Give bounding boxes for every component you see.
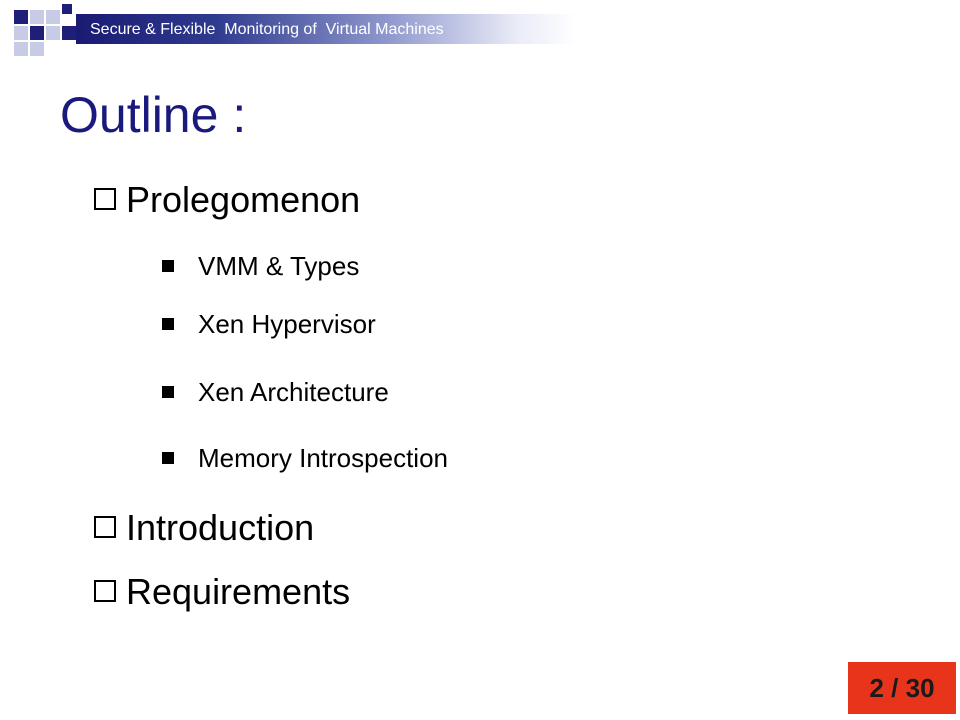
checkbox-square-icon	[94, 580, 116, 603]
subitem-label: Xen Architecture	[198, 377, 389, 407]
subitem-label: Memory Introspection	[198, 443, 448, 473]
page-separator: /	[891, 673, 899, 703]
subitem-label: Xen Hypervisor	[198, 309, 376, 339]
checkbox-square-icon	[94, 516, 116, 539]
ornament-square	[14, 42, 28, 56]
square-bullet-icon	[162, 318, 174, 331]
outline-section-prolegomenon: Prolegomenon	[94, 178, 360, 222]
header-title: Secure & Flexible Monitoring of Virtual …	[90, 21, 444, 38]
section-label: Introduction	[126, 507, 315, 548]
ornament-square	[30, 26, 44, 40]
subitem-label: VMM & Types	[198, 251, 360, 281]
ornament-square	[14, 10, 28, 24]
outline-subitem: VMM & Types	[162, 249, 359, 283]
outline-subitem: Memory Introspection	[162, 441, 448, 475]
ornament-square	[46, 26, 60, 40]
page-current: 2	[869, 673, 884, 703]
square-bullet-icon	[162, 260, 174, 273]
outline-section-requirements: Requirements	[94, 570, 350, 614]
ornament-square	[30, 42, 44, 56]
outline-section-introduction: Introduction	[94, 506, 314, 550]
square-bullet-icon	[162, 386, 174, 399]
checkbox-square-icon	[94, 188, 116, 211]
ornament-square	[62, 26, 76, 40]
page-number-badge: 2 / 30	[848, 662, 956, 714]
outline-subitem: Xen Hypervisor	[162, 307, 376, 341]
outline-subitem: Xen Architecture	[162, 375, 389, 409]
ornament-square	[62, 4, 72, 14]
page-total: 30	[905, 673, 935, 703]
header-bar	[76, 14, 576, 44]
ornament-square	[14, 26, 28, 40]
slide-title: Outline :	[60, 87, 247, 143]
section-label: Requirements	[126, 571, 351, 612]
square-bullet-icon	[162, 452, 174, 465]
ornament-square	[46, 10, 60, 24]
section-label: Prolegomenon	[126, 179, 361, 220]
ornament-square	[30, 10, 44, 24]
